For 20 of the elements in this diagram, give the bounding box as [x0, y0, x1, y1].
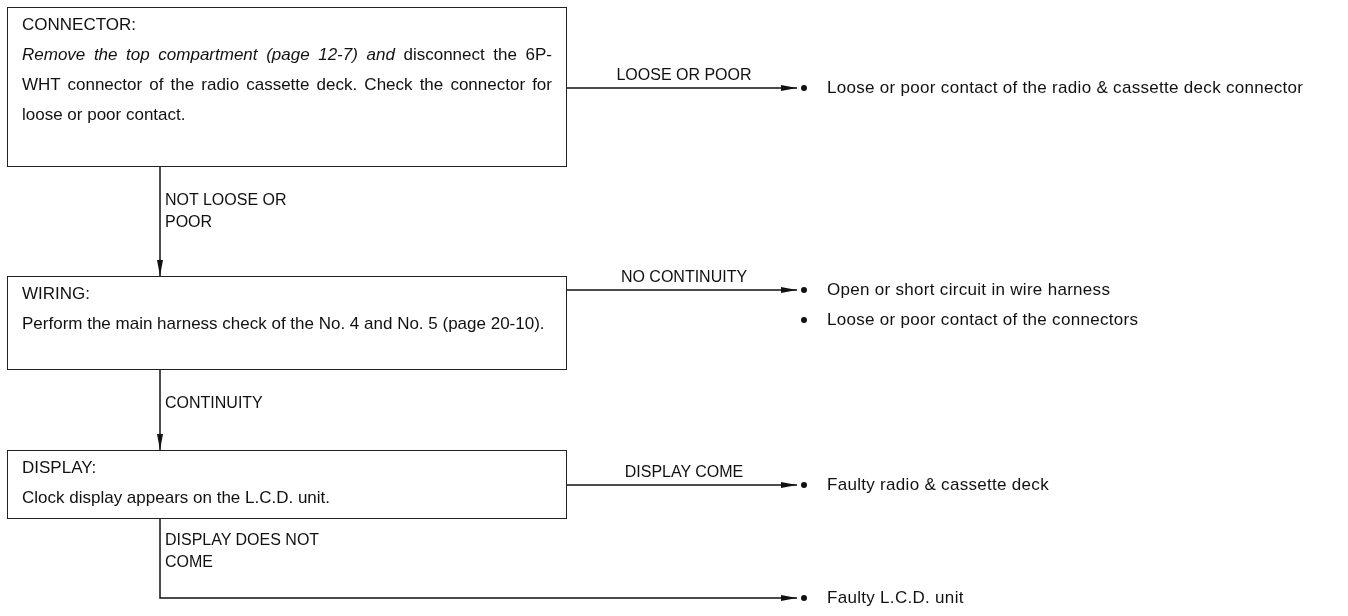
- arrow: [157, 369, 163, 451]
- result-text: Faulty radio & cassette deck: [827, 474, 1049, 496]
- step-description: Remove the top compartment (page 12-7) and disconnect the 6P-WHT connector of the radio cassette deck. Check the connector for loose or poor contact.: [22, 44, 552, 126]
- step-heading: WIRING:: [22, 283, 91, 305]
- step-heading: DISPLAY:: [22, 457, 98, 479]
- arrow: [157, 166, 163, 277]
- arrow: [159, 518, 798, 601]
- result-text: Loose or poor contact of the connectors: [827, 309, 1139, 331]
- process-box: [7, 7, 567, 167]
- result-text: Loose or poor contact of the radio & cassette deck connector: [827, 77, 1304, 99]
- step-description: Perform the main harness check of the No. 4 and No. 5 (page 20-10).: [22, 313, 546, 335]
- arrow: [566, 85, 798, 91]
- arrow: [566, 482, 798, 488]
- result-text: Open or short circuit in wire harness: [827, 279, 1111, 301]
- step-description: Clock display appears on the L.C.D. unit.: [22, 487, 332, 509]
- arrow: [566, 287, 798, 293]
- step-heading: CONNECTOR:: [22, 14, 137, 36]
- process-box: [7, 276, 567, 370]
- process-box: [7, 450, 567, 519]
- result-text: Faulty L.C.D. unit: [827, 587, 964, 609]
